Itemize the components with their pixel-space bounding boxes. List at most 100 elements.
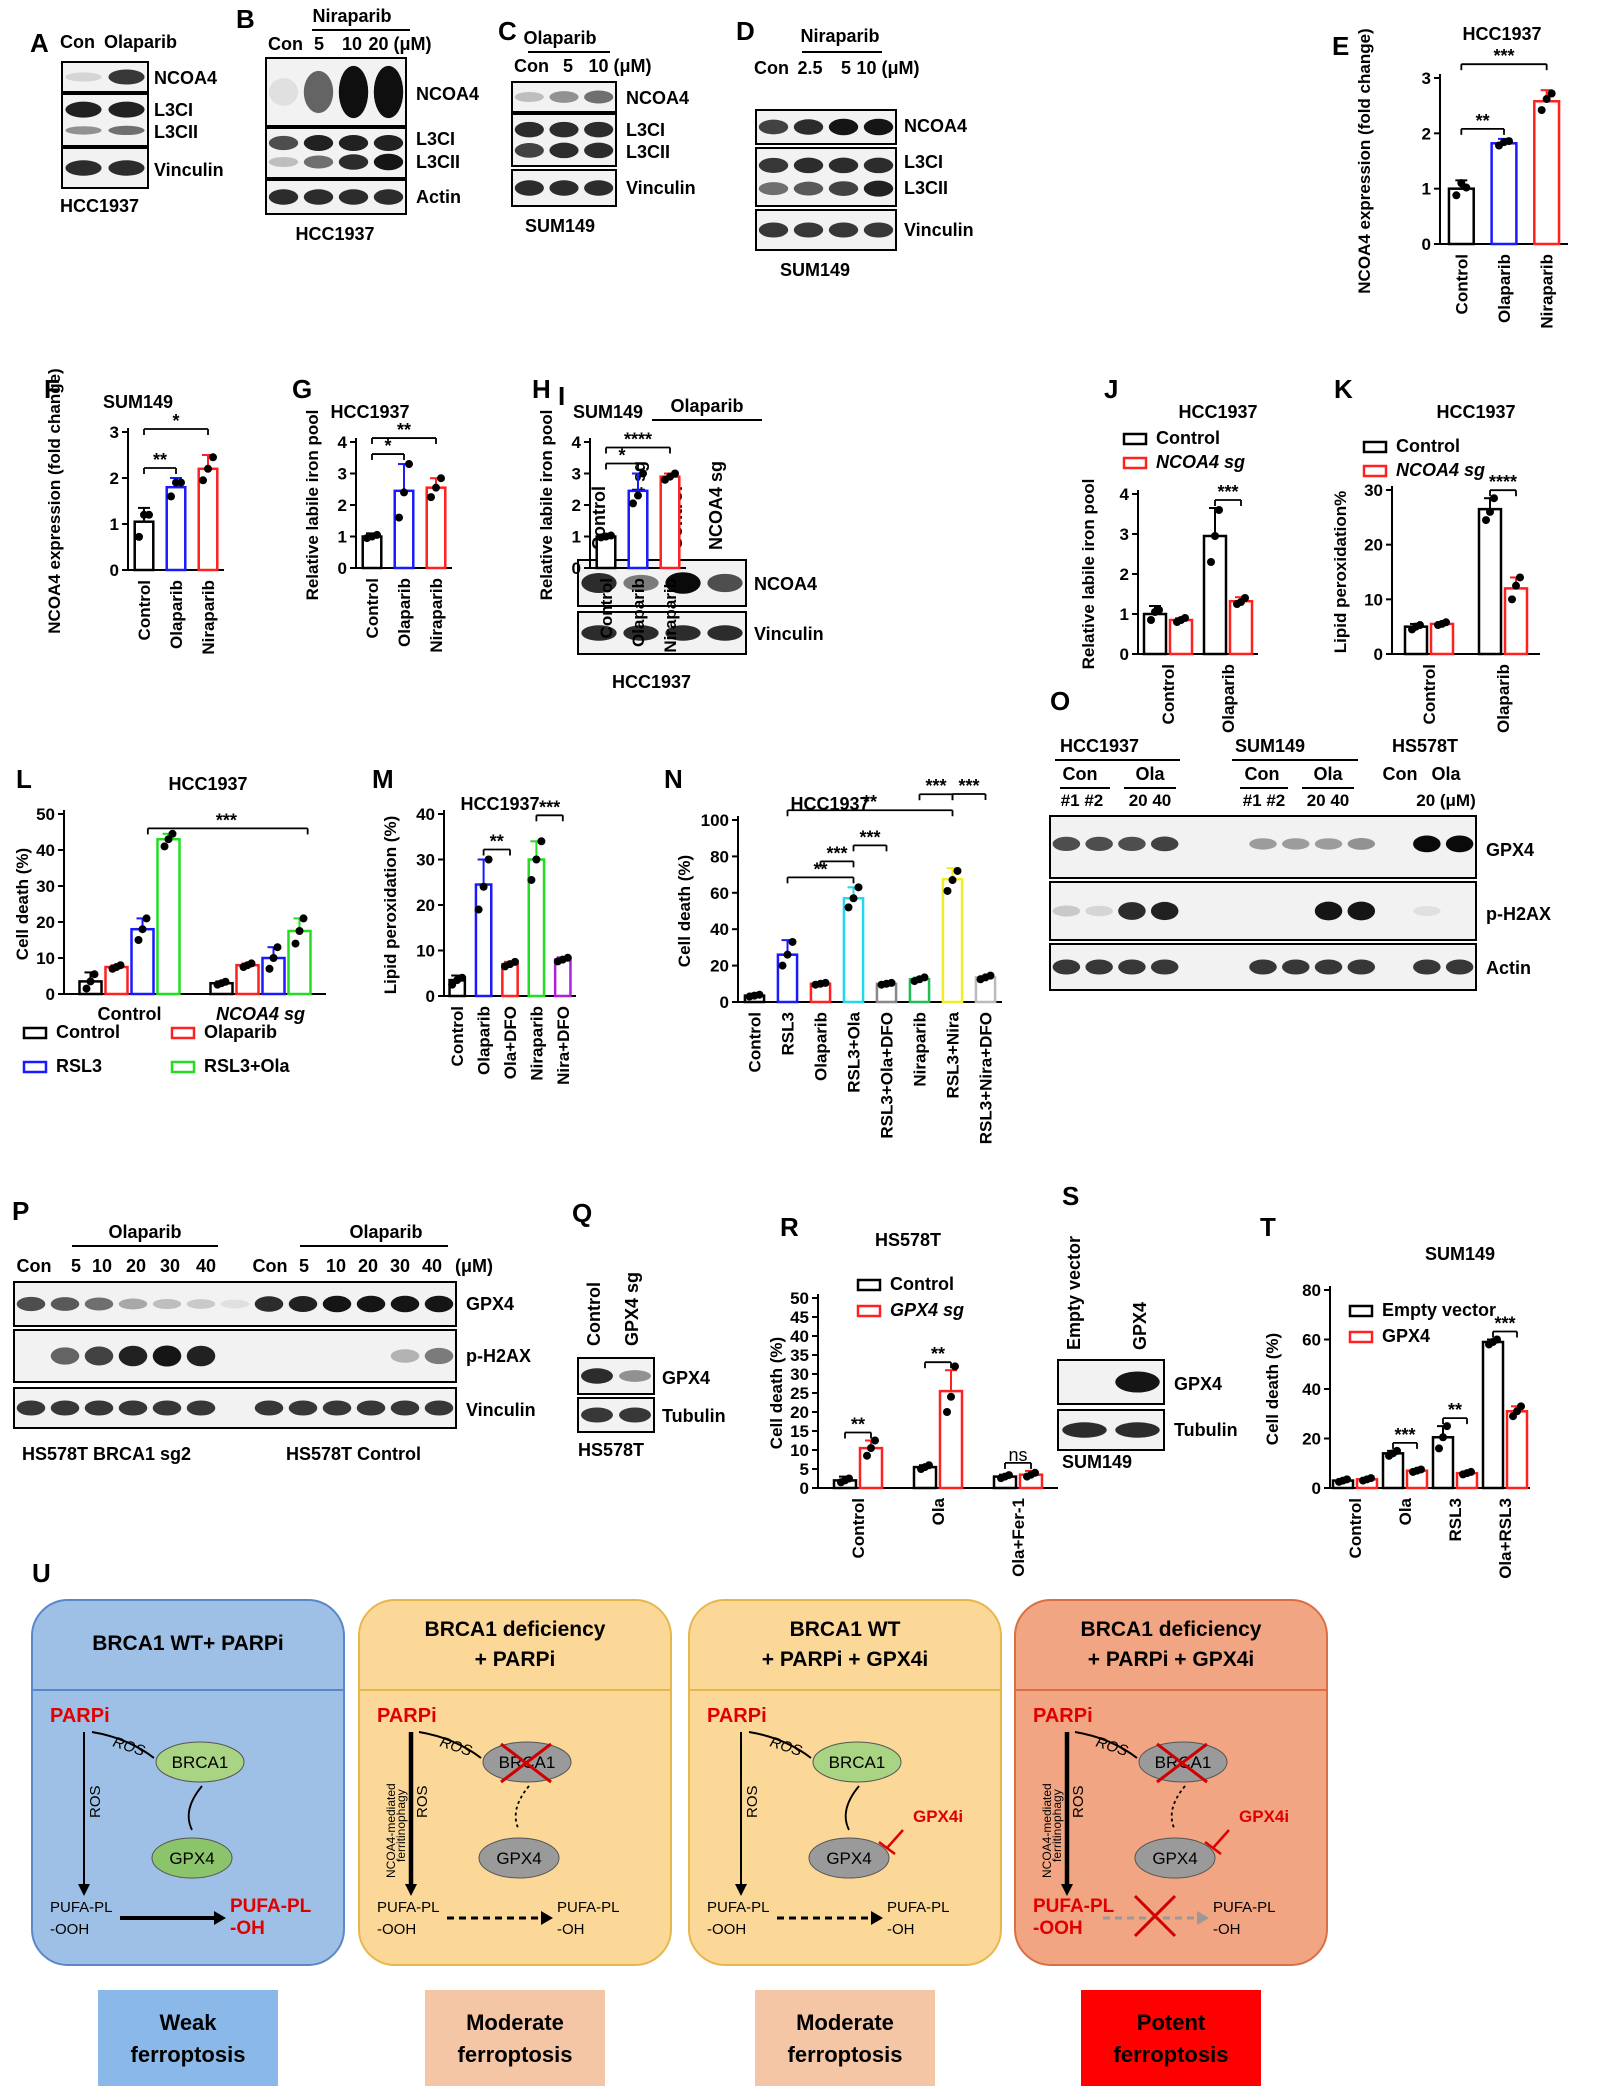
pufa-oh-label: -OH <box>1213 1921 1241 1938</box>
blot-c-ncoa4 <box>511 81 617 113</box>
blot-label: Vinculin <box>466 1400 536 1420</box>
sig-label: ** <box>931 1344 945 1364</box>
sig-label: *** <box>925 776 946 796</box>
blot-band <box>152 1400 182 1416</box>
blot-band <box>1115 1422 1160 1438</box>
blot-o-actin <box>1049 943 1477 991</box>
blot-label: L3CI <box>154 100 193 120</box>
data-point <box>1367 1474 1375 1483</box>
data-point <box>1215 506 1223 514</box>
blot-band <box>619 1370 651 1382</box>
chart-title: HCC1937 <box>1178 402 1257 422</box>
blot-band <box>793 181 824 196</box>
outcome-label: ferroptosis <box>788 2042 903 2067</box>
data-point <box>1542 95 1551 104</box>
lane-label: Con <box>253 1256 288 1276</box>
blot-band <box>581 573 617 593</box>
legend-label: Empty vector <box>1382 1300 1496 1320</box>
category-label: RSL3 <box>1446 1498 1465 1541</box>
ros-vertical-label: ROS <box>414 1785 431 1818</box>
blot-d-vinculin <box>755 209 897 251</box>
y-tick-label: 3 <box>1120 525 1129 544</box>
y-tick-label: 60 <box>710 884 729 903</box>
blot-band <box>322 1295 352 1313</box>
y-tick-label: 0 <box>720 993 729 1012</box>
gpx4i-inhibit <box>1204 1841 1222 1855</box>
blot-band <box>863 222 894 238</box>
category-label: Olaparib <box>812 1012 831 1081</box>
category-label: Olaparib <box>1219 664 1238 733</box>
y-tick-label: 3 <box>338 465 347 484</box>
chart-title: SUM149 <box>103 392 173 412</box>
blot-band <box>828 222 859 238</box>
lane-label: Con <box>754 58 789 78</box>
blot-band <box>707 573 743 593</box>
legend-label: Control <box>890 1274 954 1294</box>
data-point <box>1416 621 1424 630</box>
blot-band <box>1052 905 1081 917</box>
blot-c-lc3 <box>511 113 617 167</box>
blot-band <box>707 625 743 641</box>
y-tick-label: 0 <box>426 987 435 1006</box>
blot-q-tubulin <box>577 1397 655 1433</box>
y-tick-label: 25 <box>790 1384 809 1403</box>
scenario-title: BRCA1 deficiency <box>425 1618 606 1641</box>
y-tick-label: 20 <box>416 896 435 915</box>
pufa-oh-label: PUFA-PL <box>230 1896 312 1917</box>
blot-label: p-H2AX <box>466 1346 531 1366</box>
blot-band <box>16 1296 46 1312</box>
y-tick-label: 100 <box>701 811 729 830</box>
chart-title: HCC1937 <box>1462 24 1541 44</box>
y-tick-label: 30 <box>1364 481 1383 500</box>
gpx4i-inhibit <box>1212 1829 1230 1849</box>
data-point <box>1147 616 1155 624</box>
category-label: Niraparib <box>911 1012 930 1087</box>
legend-label: Olaparib <box>204 1022 277 1042</box>
brca1-node <box>155 1741 245 1783</box>
blot-band <box>1118 959 1146 975</box>
sig-label: * <box>384 436 391 456</box>
arrowhead <box>214 1911 226 1925</box>
sig-label: ** <box>863 792 877 812</box>
gpx4i-inhibit <box>878 1841 896 1855</box>
scenario-panel <box>688 1599 1002 1966</box>
blot-band <box>1314 838 1343 850</box>
data-point <box>160 842 169 851</box>
ros-arrow <box>91 1731 155 1759</box>
bar <box>659 475 681 570</box>
y-tick-label: 40 <box>416 805 435 824</box>
blot-band <box>108 101 145 118</box>
blot-band <box>549 180 579 196</box>
chart-title: SUM149 <box>1425 1244 1495 1264</box>
panel-letter-i: I <box>558 381 565 411</box>
data-point <box>474 905 483 914</box>
panel-letter: K <box>1334 374 1353 404</box>
data-point <box>863 1451 871 1460</box>
lane-label: Control <box>584 1282 604 1346</box>
lane-label: Olaparib <box>104 32 177 52</box>
lane-label: NCOA4 sg <box>706 461 726 550</box>
data-point <box>854 883 863 892</box>
category-label: Control <box>1159 664 1178 724</box>
blot-label: GPX4 <box>662 1368 710 1388</box>
scenario-title: BRCA1 WT+ PARPi <box>92 1632 284 1655</box>
bar <box>1168 618 1194 656</box>
blot-q-gpx4 <box>577 1357 655 1395</box>
block-cross <box>1133 1894 1177 1938</box>
lane-label: #1 #2 <box>1243 791 1286 810</box>
data-point <box>755 990 764 999</box>
pufa-oh-label: -OH <box>230 1918 265 1939</box>
bar <box>104 965 129 996</box>
outcome-label: Moderate <box>796 2010 894 2035</box>
blot-band <box>793 119 824 135</box>
blot-band <box>828 118 859 136</box>
data-point <box>845 1474 853 1483</box>
drug-label: Niraparib <box>800 26 879 46</box>
y-tick-label: 80 <box>710 847 729 866</box>
blot-band <box>338 135 369 151</box>
brca1-label: BRCA1 <box>172 1753 229 1772</box>
y-tick-label: 0 <box>110 561 119 580</box>
data-point <box>844 903 853 912</box>
y-tick-label: 3 <box>572 465 581 484</box>
